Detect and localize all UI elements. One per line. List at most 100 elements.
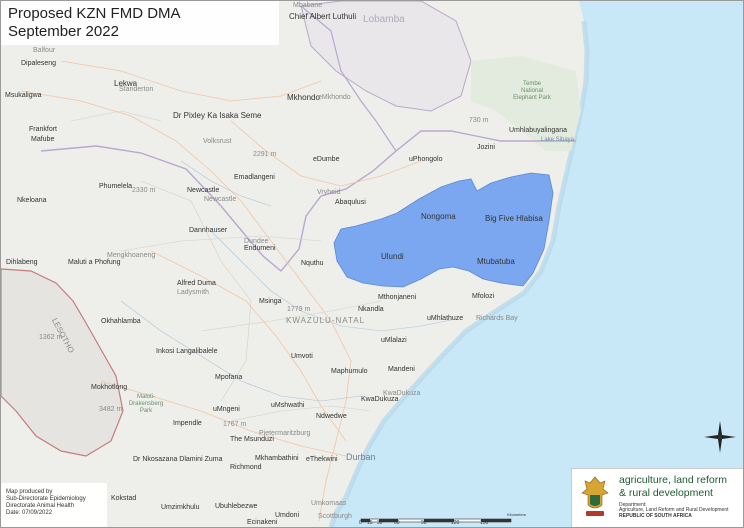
map-date: September 2022 [8, 23, 119, 40]
province-border-north [300, 5, 397, 152]
department-label: Department: [619, 502, 647, 508]
coastal-lowland [471, 56, 581, 151]
district-lines [70, 110, 382, 422]
scale-tick-90: 90 [421, 520, 427, 526]
label-ladysmith: Ladysmith [177, 289, 209, 296]
label-impendle: Impendle [173, 420, 202, 427]
label-umzimkhulu: Umzimkhulu [161, 504, 200, 511]
label-chief-albert-luthuli: Chief Albert Luthuli [289, 12, 357, 21]
label-umvoti: Umvoti [291, 353, 313, 360]
eswatini-territory [300, 1, 472, 112]
label-kwazulu-natal: KWAZULU-NATAL [286, 316, 366, 325]
scale-tick-15: 15 [367, 520, 373, 526]
label-pietermaritzburg: Pietermaritzburg [259, 430, 311, 437]
label-richmond: Richmond [230, 464, 262, 471]
fmd-area [333, 172, 554, 288]
label-lekwa: Lekwa [114, 79, 138, 88]
label-umngeni: uMngeni [213, 406, 240, 413]
label-vryheid: Vryheid [317, 189, 341, 196]
label-drakensberg: Maloti-Drakensberg Park [128, 394, 164, 414]
label-uphongolo: uPhongolo [409, 156, 443, 163]
label-kokstad: Kokstad [111, 495, 137, 502]
credit-date: Date: 07/09/2022 [6, 510, 53, 516]
elevation-3: 1779 m [287, 306, 311, 313]
department-logo-box: agriculture, land reform & rural develop… [571, 468, 743, 527]
coast-shallow [328, 20, 590, 527]
label-umhlathuze: uMhlathuze [427, 315, 464, 322]
province-border [40, 130, 576, 272]
label-mtubatuba: Mtubatuba [477, 257, 515, 266]
department-full-name: Agriculture, Land Reform and Rural Devel… [619, 507, 729, 513]
label-endumeni: Endumeni [244, 245, 276, 252]
scale-tick-60: 60 [394, 520, 400, 526]
label-okhahlamba: Okhahlamba [101, 318, 141, 325]
label-mthonjaneni: Mthonjaneni [378, 294, 417, 301]
elevation-5: 3482 m [99, 406, 123, 413]
label-alfred-duma: Alfred Duma [177, 280, 216, 287]
label-edumbe: eDumbe [313, 156, 340, 163]
label-abaqulusi: Abaqulusi [335, 199, 366, 206]
department-name-line-2: & rural development [619, 487, 713, 499]
label-frankfort: Frankfort [29, 126, 58, 133]
map-title: Proposed KZN FMD DMA [8, 5, 181, 22]
label-dannhauser: Dannhauser [189, 227, 228, 234]
label-big-five: Big Five Hlabisa [485, 214, 543, 223]
label-mkhambathini: Mkhambathini [255, 455, 299, 462]
north-arrow-icon [704, 421, 736, 453]
elevation-1: 2291 m [253, 151, 277, 158]
label-msunduzi: The Msunduzi [230, 436, 274, 443]
label-maluti: Maluti a Phofung [68, 259, 121, 266]
scale-tick-0: 0 [359, 520, 362, 526]
label-lake-sibaya: Lake Sibaya [541, 137, 575, 143]
label-umlalazi: uMlalazi [381, 337, 407, 344]
elevation-4: 1362 m [39, 334, 63, 341]
label-newcastle-town: Newcastle [204, 196, 237, 203]
label-msinga: Msinga [259, 298, 282, 305]
label-umhlabuyalingana: Umhlabuyalingana [509, 127, 567, 134]
map-credit-box: Map produced by Sub-Directorate Epidemio… [1, 483, 107, 527]
department-name-line-1: agriculture, land reform [619, 474, 727, 486]
label-langalibalele: Inkosi Langalibalele [156, 348, 218, 355]
label-standerton: Standerton [119, 86, 154, 93]
label-dihlabeng: Dihlabeng [6, 259, 38, 266]
label-ubuhlebezwe: Ubuhlebezwe [215, 503, 258, 510]
label-durban: Durban [346, 452, 376, 462]
label-nquthu: Nquthu [301, 260, 324, 267]
label-nkandla: Nkandla [358, 306, 384, 313]
label-nongoma: Nongoma [421, 212, 456, 221]
map-title-box: Proposed KZN FMD DMA September 2022 [1, 1, 279, 45]
label-dipaleseng: Dipaleseng [21, 60, 57, 67]
elevation-2: 2330 m [132, 187, 156, 194]
label-ndwedwe: Ndwedwe [316, 413, 347, 420]
rivers [120, 160, 457, 402]
label-ethekwini: eThekwini [306, 456, 338, 463]
label-mfolozi: Mfolozi [472, 293, 495, 300]
label-newcastle: Newcastle [187, 187, 220, 194]
label-ecinakeni: Ecinakeni [247, 519, 278, 526]
label-lobamba: Lobamba [363, 14, 405, 25]
label-pixley: Dr Pixley Ka Isaka Seme [173, 111, 262, 120]
label-umkomaas: Umkomaas [311, 500, 347, 507]
credit-line-3: Directorate Animal Health [6, 503, 75, 509]
label-dundee: Dundee [244, 238, 269, 245]
label-scottburgh: Scottburgh [318, 513, 352, 520]
label-mokhotlong: Mokhotlong [91, 384, 128, 391]
label-tembe: Tembe National Elephant Park [513, 81, 551, 101]
label-emkhondo: eMkhondo [318, 94, 351, 101]
label-balfour: Balfour [33, 47, 56, 54]
elevation-6: 1767 m [223, 421, 247, 428]
ocean [331, 1, 743, 527]
label-umshwathi: uMshwathi [271, 402, 305, 409]
label-mpofana: Mpofana [215, 374, 243, 381]
label-mbabane: Mbabane [293, 2, 323, 9]
label-mengkhoaneng: Mengkhoaneng [107, 252, 156, 259]
scale-tick-30: 30 [377, 520, 383, 526]
label-richards-bay: Richards Bay [476, 315, 518, 322]
credit-line-1: Map produced by [6, 489, 53, 495]
elevation-7: 730 m [469, 117, 489, 124]
label-umdoni: Umdoni [275, 512, 300, 519]
label-mandeni: Mandeni [388, 366, 415, 373]
credit-line-2: Sub-Directorate Epidemiology [6, 496, 86, 502]
